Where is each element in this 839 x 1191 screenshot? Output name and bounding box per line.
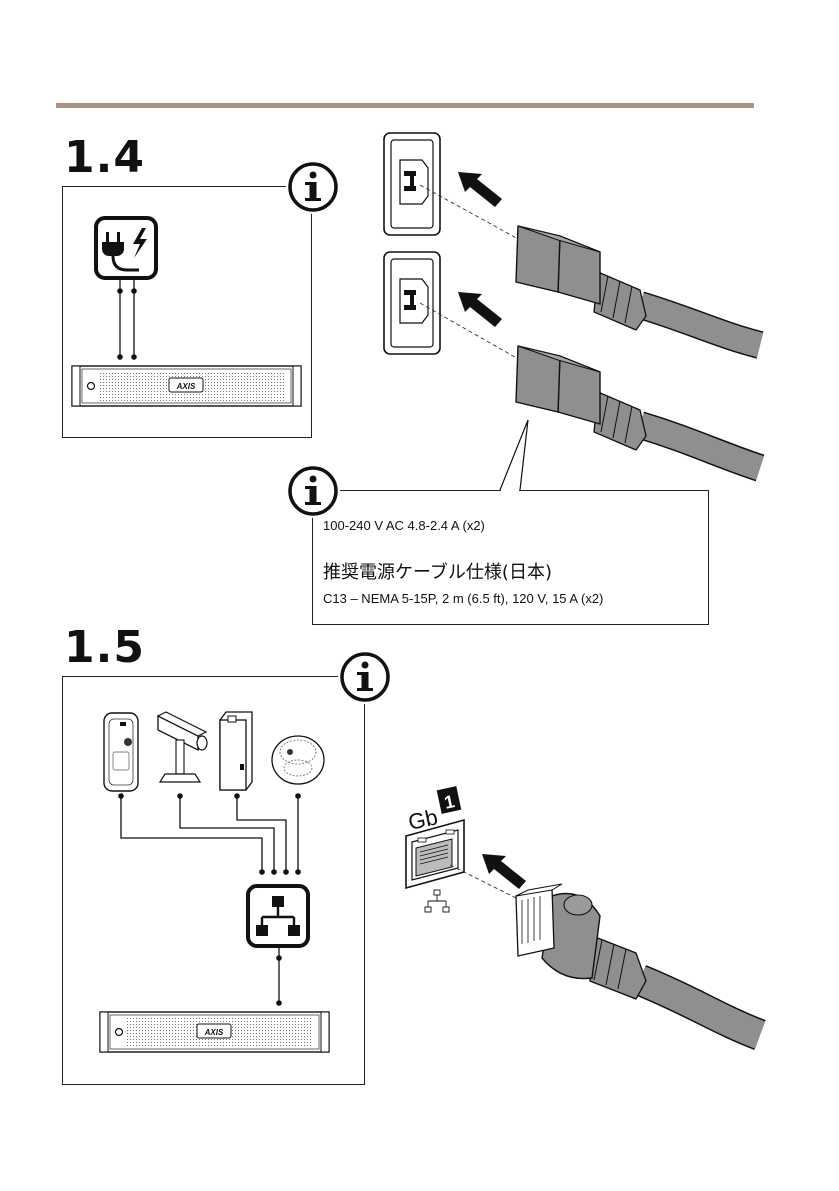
power-inlet-1 <box>384 133 440 235</box>
insert-arrow-icon <box>482 854 526 889</box>
recorder-logo: AXIS <box>204 1028 224 1037</box>
info-icon <box>290 468 336 514</box>
recorder-logo: AXIS <box>176 382 196 391</box>
power-plug-lightning-icon <box>96 218 156 278</box>
door-station-device <box>104 713 138 791</box>
insert-arrow-icon <box>458 172 502 327</box>
network-switch-icon <box>248 886 308 946</box>
ethernet-cable <box>516 884 760 1035</box>
spec-line-cable-spec: C13 – NEMA 5-15P, 2 m (6.5 ft), 120 V, 1… <box>323 591 603 606</box>
power-cable-2 <box>516 346 760 468</box>
spec-line-japan-cable: 推奨電源ケーブル仕様(日本) <box>323 558 552 584</box>
info-icon <box>290 164 336 210</box>
recorder-unit: AXIS <box>72 366 301 406</box>
power-inlet-2 <box>384 252 440 354</box>
spec-line-voltage: 100-240 V AC 4.8-2.4 A (x2) <box>323 518 485 533</box>
dome-camera-device <box>272 736 324 784</box>
power-cable-1 <box>516 226 760 345</box>
network-icon <box>425 890 449 912</box>
network-device-box <box>220 712 252 790</box>
info-icon <box>342 654 388 700</box>
recorder-unit: AXIS <box>100 1012 329 1052</box>
bullet-camera-device <box>158 712 207 782</box>
